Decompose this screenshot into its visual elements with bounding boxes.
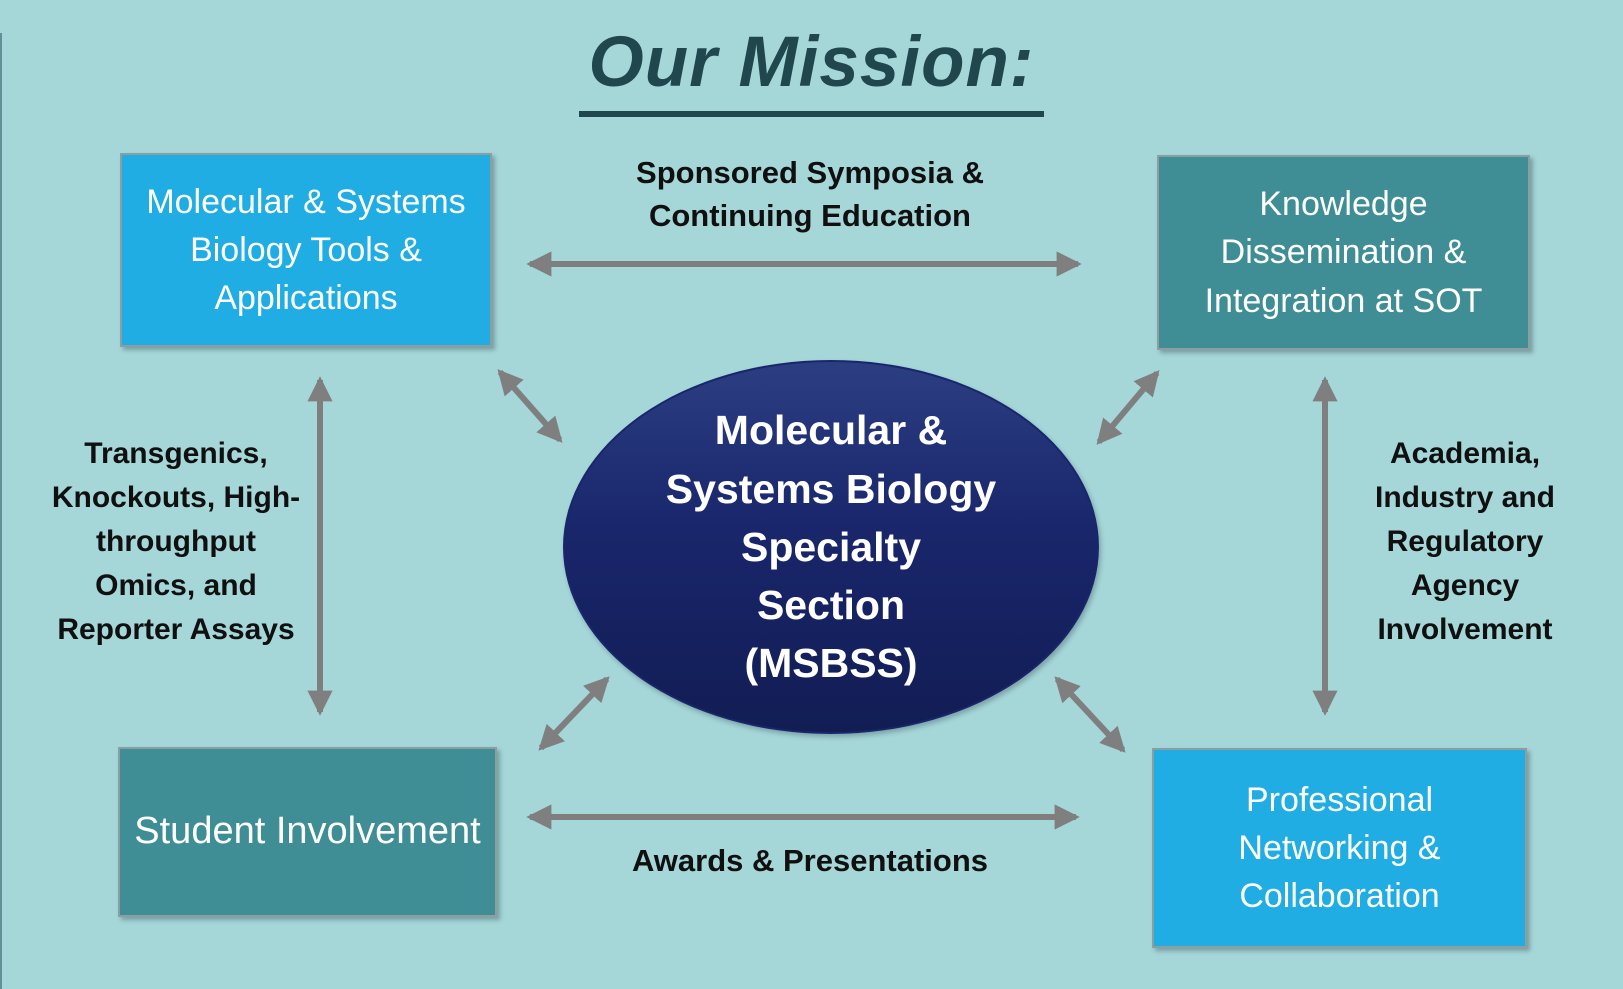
arrow-diagonal-bottom-left [538, 676, 610, 751]
node-msbss-center: Molecular & Systems Biology Specialty Se… [563, 360, 1099, 734]
label-academia-industry: Academia, Industry and Regulatory Agency… [1374, 437, 1555, 647]
slide-edge-line [0, 33, 2, 989]
page-title: Our Mission: [0, 25, 1623, 117]
node-knowledge-dissemination: Knowledge Dissemination & Integration at… [1157, 155, 1530, 350]
node-professional-networking: Professional Networking & Collaboration [1152, 748, 1527, 948]
label-awards-presentations: Awards & Presentations [631, 843, 989, 878]
arrow-diagonal-top-right [1096, 370, 1160, 445]
arrow-diagonal-bottom-right [1054, 676, 1126, 753]
arrow-diagonal-top-left [497, 369, 563, 443]
node-student-involvement: Student Involvement [118, 747, 497, 917]
label-transgenics-knockouts: Transgenics, Knockouts, High- throughput… [51, 437, 301, 647]
node-tools-applications: Molecular & Systems Biology Tools & Appl… [120, 153, 492, 347]
page-title-text: Our Mission: [578, 25, 1045, 117]
label-sponsored-symposia: Sponsored Symposia & Continuing Educatio… [636, 155, 984, 233]
